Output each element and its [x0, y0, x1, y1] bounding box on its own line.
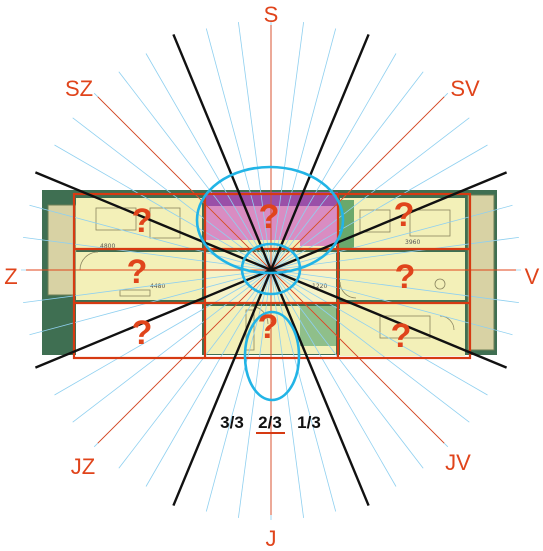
dimension-label: 4480	[150, 283, 165, 290]
north-zone-ellipse	[195, 165, 345, 275]
main-axis-line	[34, 171, 272, 272]
thin-radial-line	[145, 269, 272, 487]
red-direction-line	[97, 269, 272, 444]
thin-radial-line	[270, 269, 488, 396]
room-w	[76, 252, 202, 300]
thin-radial-line	[270, 53, 397, 271]
right-balcony	[467, 194, 495, 351]
thin-radial-line	[238, 269, 272, 518]
thin-radial-line	[238, 22, 272, 271]
zone-circles	[195, 165, 345, 402]
thin-radial-line	[270, 269, 337, 512]
direction-label-north: S	[264, 2, 279, 27]
room-e	[340, 252, 465, 300]
question-mark-e: ?	[395, 258, 416, 296]
fraction-label-right: 1/3	[297, 413, 321, 432]
thin-radial-line	[270, 269, 397, 487]
fraction-labels: 3/3 2/3 1/3	[220, 413, 321, 434]
room-sw	[76, 304, 202, 356]
direction-label-northeast: SV	[450, 76, 480, 101]
fraction-label-left: 3/3	[220, 413, 244, 432]
main-axis-line	[269, 33, 370, 271]
question-mark-nw: ?	[132, 202, 153, 240]
main-axis-line	[172, 269, 273, 507]
dimension-label: 3960	[405, 239, 420, 246]
thin-radial-line	[118, 71, 272, 271]
thin-radial-line	[270, 28, 337, 271]
room-question-marks: ? ? ? ? ? ? ? ?	[127, 196, 416, 355]
dimension-label: 4800	[100, 243, 115, 250]
thin-radial-line	[145, 53, 272, 271]
center-zone-circle	[240, 242, 302, 296]
thin-radial-line	[270, 269, 519, 303]
red-direction-line	[97, 96, 272, 271]
main-axis-line	[270, 171, 508, 272]
left-balcony	[47, 204, 77, 296]
direction-labels: S SV V JV J JZ Z SZ	[4, 2, 539, 551]
room-ne	[340, 198, 465, 248]
red-direction-line	[270, 96, 445, 271]
direction-label-west: Z	[4, 264, 17, 289]
direction-label-southwest: JZ	[71, 454, 95, 479]
room-grid	[72, 192, 472, 360]
small-green-room	[300, 306, 336, 346]
room-se	[340, 304, 465, 356]
main-axis-line	[34, 268, 272, 369]
thin-radial-line	[205, 28, 272, 271]
question-mark-ne: ?	[394, 196, 415, 234]
direction-label-south: J	[266, 526, 277, 551]
red-direction-line	[270, 269, 445, 444]
thin-radial-line	[29, 204, 272, 271]
main-axis-lines	[34, 33, 508, 507]
thin-radial-line	[270, 204, 513, 271]
thin-radial-line	[72, 269, 272, 423]
direction-label-northwest: SZ	[65, 76, 93, 101]
question-mark-sw: ?	[132, 314, 153, 352]
thin-radial-line	[270, 22, 304, 271]
dimension-label: 1220	[312, 283, 327, 290]
fraction-label-center: 2/3	[258, 413, 282, 432]
question-mark-se: ?	[391, 317, 412, 355]
south-zone-ellipse	[243, 310, 301, 402]
red-direction-lines	[26, 25, 516, 515]
main-axis-line	[172, 33, 273, 271]
question-mark-n: ?	[259, 198, 280, 236]
room-grid-outline	[72, 192, 472, 360]
question-mark-s: ?	[258, 308, 279, 346]
main-axis-line	[270, 268, 508, 369]
thin-radial-line	[205, 269, 272, 512]
question-mark-w: ?	[127, 253, 148, 291]
main-axis-line	[269, 269, 370, 507]
thin-radial-line	[270, 71, 424, 271]
thin-radial-line	[270, 269, 470, 423]
thin-radial-line	[23, 269, 272, 303]
direction-label-southeast: JV	[445, 450, 471, 475]
direction-label-east: V	[525, 264, 540, 289]
thin-radial-line	[54, 269, 272, 396]
